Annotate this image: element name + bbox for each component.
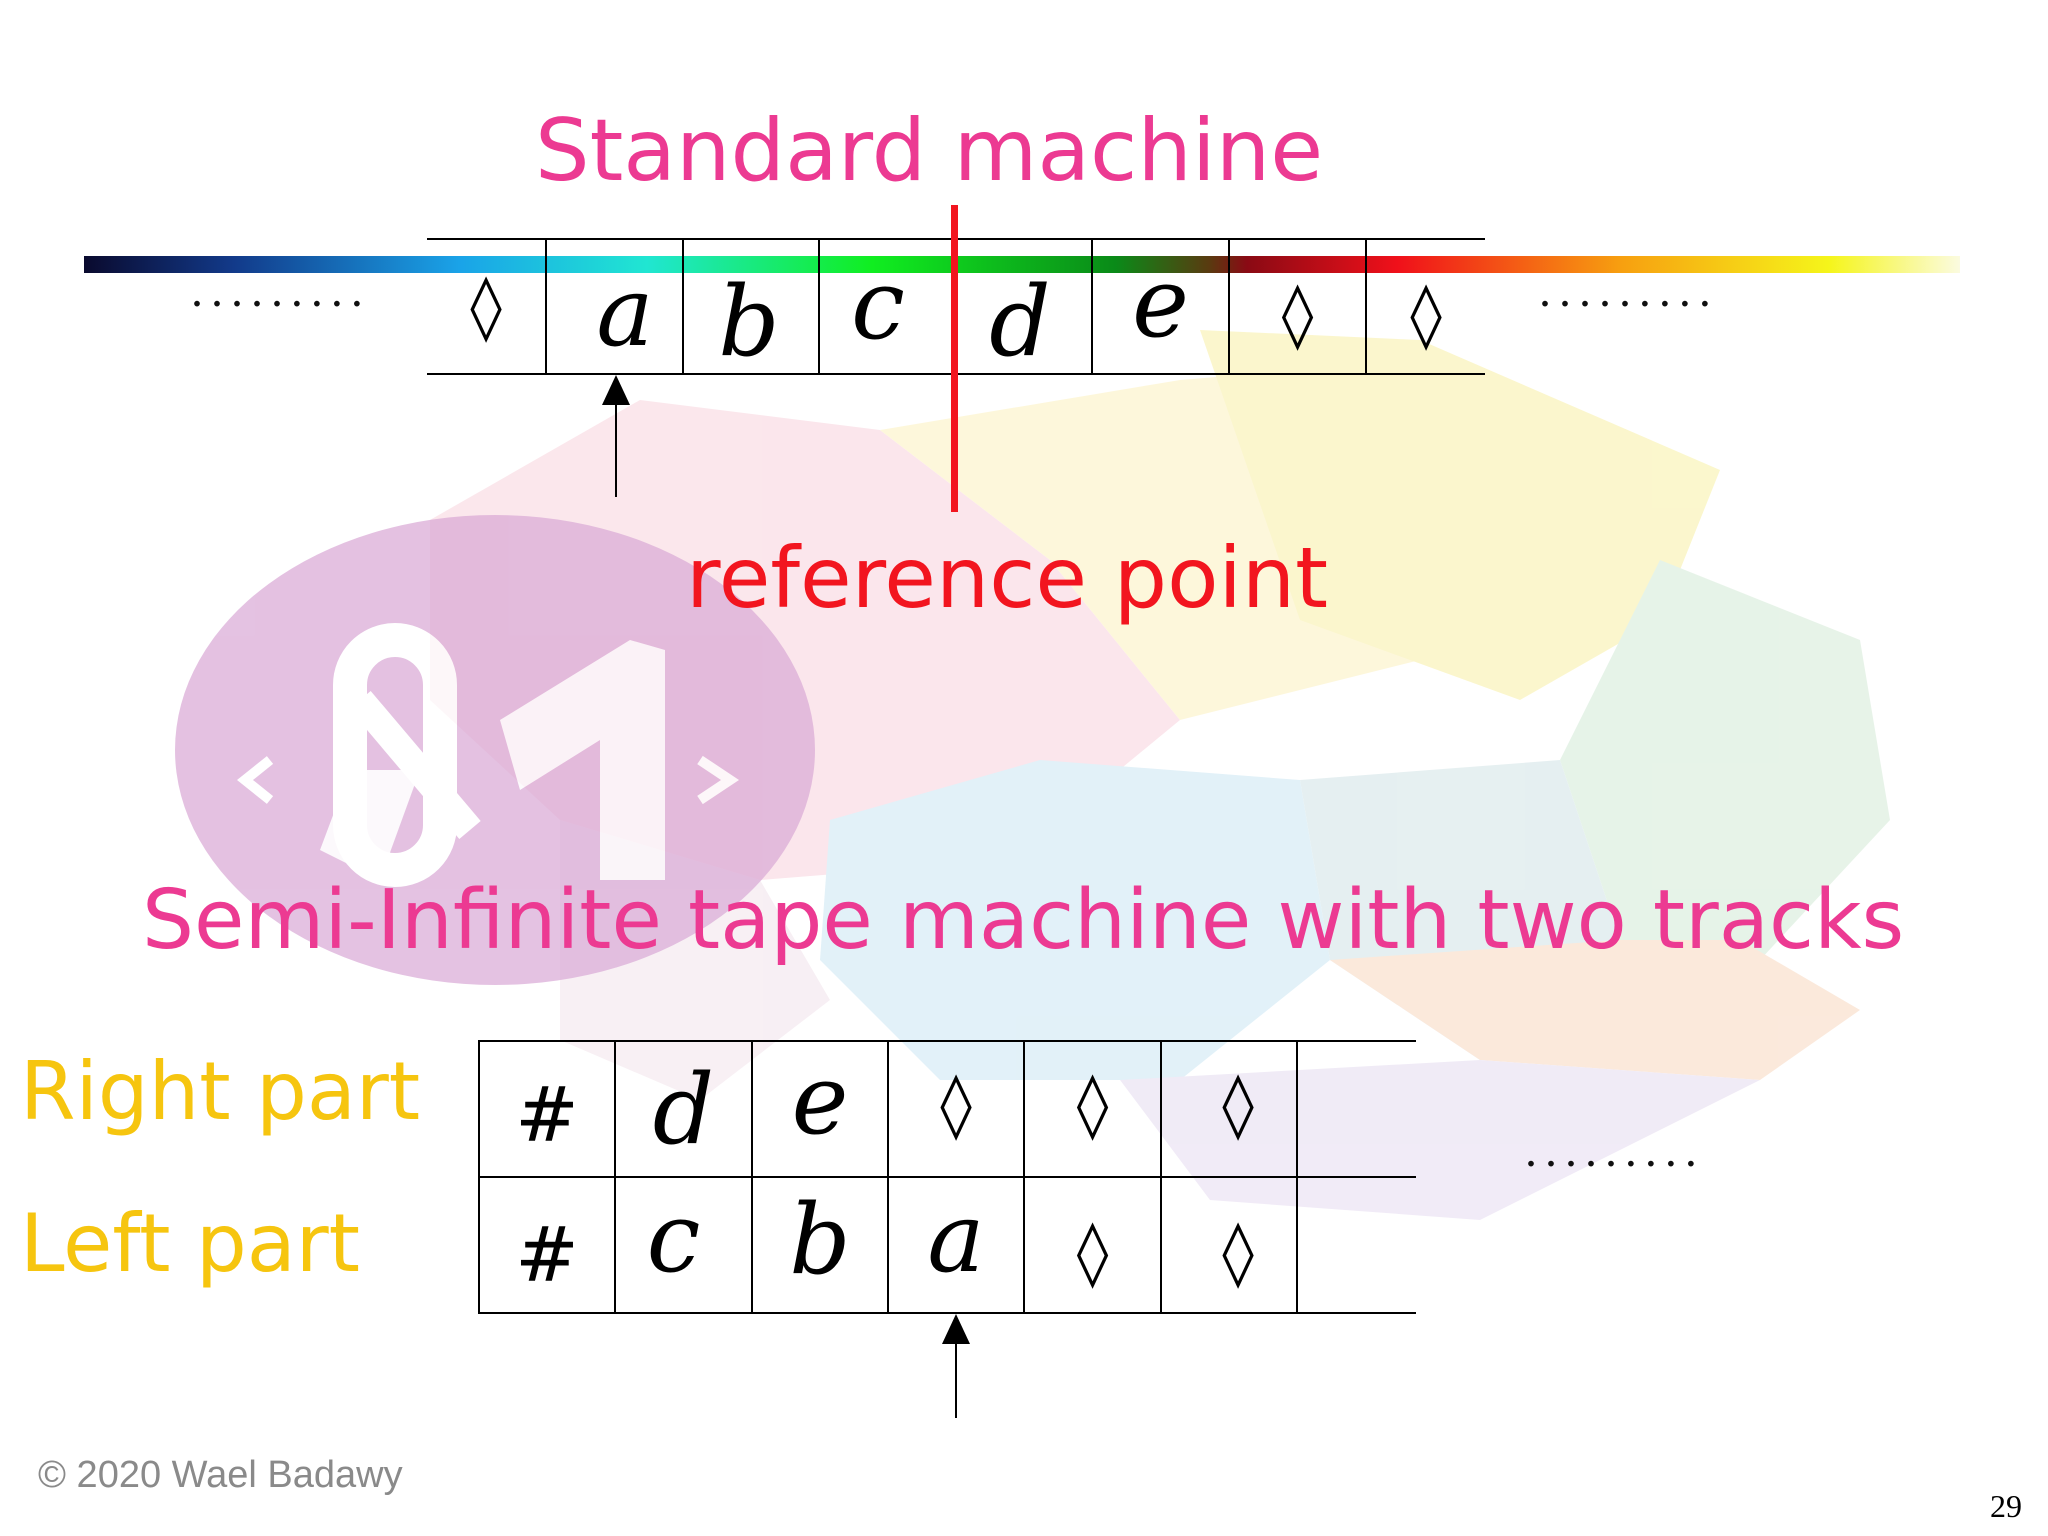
track-cell-divider xyxy=(614,1040,616,1314)
right-track-cell: e xyxy=(791,1044,849,1156)
left-track-cell: c xyxy=(646,1182,701,1294)
track-left-edge xyxy=(478,1040,480,1314)
right-track-cell: ◊ xyxy=(1222,1068,1254,1142)
standard-cell: a xyxy=(596,256,654,368)
standard-cell: d xyxy=(989,266,1051,378)
right-part-label: Right part xyxy=(20,1045,421,1138)
standard-cell-divider xyxy=(818,238,820,375)
track-cell-divider xyxy=(1023,1040,1025,1314)
standard-left-ellipsis: ......... xyxy=(190,266,370,317)
right-track-cell: # xyxy=(515,1070,579,1159)
left-part-label: Left part xyxy=(20,1197,360,1290)
semi-right-ellipsis: ......... xyxy=(1524,1126,1704,1177)
track-cell-divider xyxy=(1296,1040,1298,1314)
semi-head-arrow-icon xyxy=(942,1314,970,1418)
standard-right-ellipsis: ......... xyxy=(1538,266,1718,317)
track-bottom-border xyxy=(478,1312,1416,1314)
track-top-border xyxy=(478,1040,1416,1042)
spectrum-bar xyxy=(84,256,1960,273)
semi-infinite-title: Semi-Infinite tape machine with two trac… xyxy=(142,873,1905,968)
right-track-cell: d xyxy=(652,1054,715,1166)
track-cell-divider xyxy=(751,1040,753,1314)
standard-cell-divider xyxy=(1091,238,1093,375)
left-track-cell: b xyxy=(789,1184,851,1296)
track-cell-divider xyxy=(887,1040,889,1314)
standard-cell-divider xyxy=(545,238,547,375)
standard-cell: b xyxy=(718,266,780,378)
itcs-logo-watermark xyxy=(175,515,815,985)
standard-head-arrow-icon xyxy=(602,375,630,497)
standard-cell: ◊ xyxy=(1410,278,1442,352)
left-track-cell: a xyxy=(927,1182,985,1294)
standard-cell-divider xyxy=(1228,238,1230,375)
left-track-cell: # xyxy=(515,1210,579,1299)
standard-cell: ◊ xyxy=(1281,278,1314,352)
reference-point-label: reference point xyxy=(686,529,1329,627)
track-cell-divider xyxy=(1160,1040,1162,1314)
left-track-cell: ◊ xyxy=(1076,1216,1109,1290)
page-number: 29 xyxy=(1990,1488,2022,1524)
copyright-footer: © 2020 Wael Badawy xyxy=(38,1454,403,1496)
left-track-cell: ◊ xyxy=(1222,1216,1254,1290)
standard-cell: e xyxy=(1132,247,1189,359)
standard-cell: ◊ xyxy=(470,270,502,344)
right-track-cell: ◊ xyxy=(1076,1068,1109,1142)
standard-cell-divider xyxy=(1365,238,1367,375)
standard-cell-divider xyxy=(682,238,684,375)
reference-point-marker xyxy=(951,205,958,512)
right-track-cell: ◊ xyxy=(940,1068,972,1142)
track-middle-border xyxy=(478,1176,1416,1178)
standard-machine-title: Standard machine xyxy=(535,101,1324,201)
standard-cell: c xyxy=(851,249,905,361)
